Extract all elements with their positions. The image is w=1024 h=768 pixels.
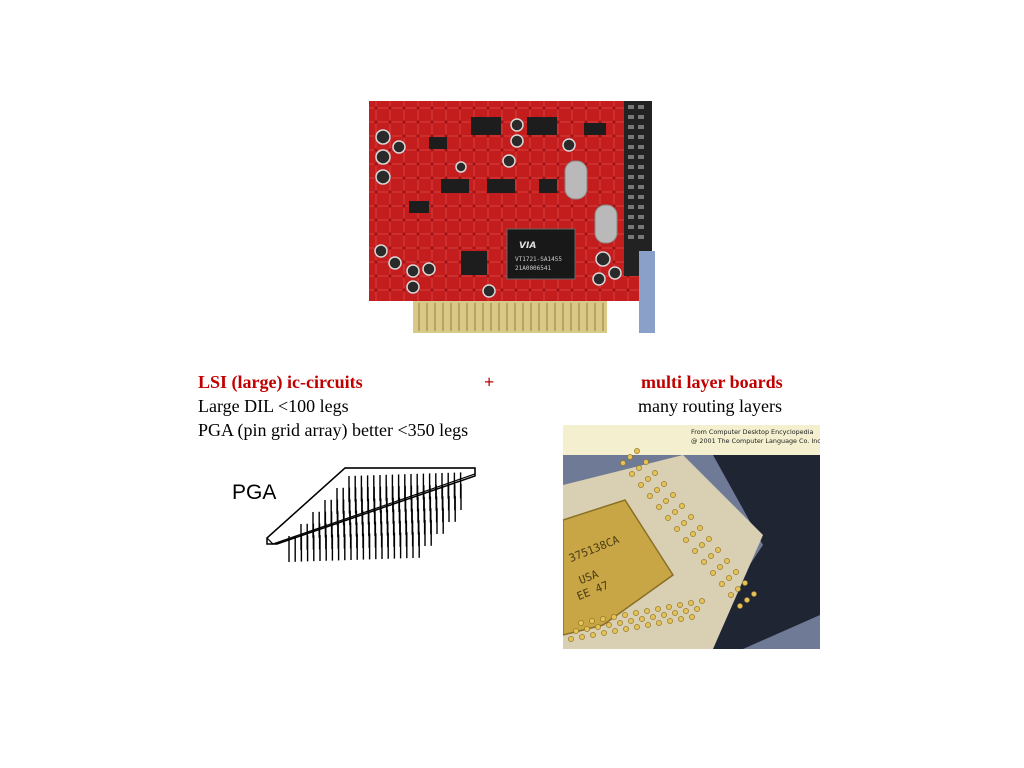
routing-line: many routing layers	[638, 396, 782, 416]
chip-pin	[595, 624, 601, 630]
chip-pin	[627, 454, 633, 460]
chip-pin	[728, 592, 734, 598]
dil-line: Large DIL <100 legs	[198, 396, 349, 416]
chip-pin	[667, 618, 673, 624]
chip-pin	[733, 569, 739, 575]
chip-pin	[701, 559, 707, 565]
board-chip-text-1: VT1721-SA1455	[515, 256, 562, 263]
chip-pin	[674, 526, 680, 532]
chip-pin	[735, 586, 741, 592]
chip-pin	[697, 525, 703, 531]
chip-credit-line-1: From Computer Desktop Encyclopedia	[691, 428, 814, 436]
chip-pin	[643, 459, 649, 465]
chip-pin	[710, 570, 716, 576]
pga-drawing	[225, 462, 485, 572]
chip-pin	[744, 597, 750, 603]
chip-credit: From Computer Desktop Encyclopedia @ 200…	[691, 428, 820, 446]
chip-pin	[688, 514, 694, 520]
chip-pin	[573, 628, 579, 634]
chip-pin	[681, 520, 687, 526]
chip-pin	[742, 580, 748, 586]
chip-pin	[654, 487, 660, 493]
chip-pin	[600, 616, 606, 622]
board-chip-text-2: 21A0006541	[515, 265, 552, 272]
chip-pin	[606, 622, 612, 628]
chip-pin	[645, 476, 651, 482]
chip-pin	[751, 591, 757, 597]
chip-pin	[663, 498, 669, 504]
chip-pin	[683, 608, 689, 614]
chip-pin	[699, 598, 705, 604]
chip-pin	[683, 537, 689, 543]
chip-pin	[666, 604, 672, 610]
chip-pin	[677, 602, 683, 608]
chip-pin	[584, 626, 590, 632]
chip-pin	[719, 581, 725, 587]
chip-pin	[692, 548, 698, 554]
chip-pin	[578, 620, 584, 626]
pga-chip-image: From Computer Desktop Encyclopedia @ 200…	[563, 425, 820, 649]
chip-pin	[708, 553, 714, 559]
pga-illustration	[266, 467, 476, 562]
chip-pin	[661, 481, 667, 487]
chip-pin	[699, 542, 705, 548]
chip-pin	[656, 620, 662, 626]
chip-pin	[679, 503, 685, 509]
lsi-title: LSI (large) ic-circuits	[198, 372, 363, 392]
chip-pin	[634, 624, 640, 630]
chip-pin	[612, 628, 618, 634]
chip-pin	[636, 465, 642, 471]
circuit-board-illustration: VIA VT1721-SA1455 21A0006541	[369, 101, 655, 333]
chip-pin	[589, 618, 595, 624]
chip-pin	[672, 509, 678, 515]
chip-pin	[645, 622, 651, 628]
chip-pin	[672, 610, 678, 616]
chip-pin	[650, 614, 656, 620]
chip-pin	[601, 630, 607, 636]
chip-pin	[638, 482, 644, 488]
pga-line: PGA (pin grid array) better <350 legs	[198, 420, 469, 440]
plus-sign: +	[484, 372, 495, 392]
chip-pin	[620, 460, 626, 466]
chip-pin	[670, 492, 676, 498]
chip-pin	[706, 536, 712, 542]
chip-pin	[689, 614, 695, 620]
chip-pin	[647, 493, 653, 499]
chip-pin	[656, 504, 662, 510]
chip-pin	[579, 634, 585, 640]
pga-drawing-label: PGA	[232, 481, 277, 504]
chip-pin	[568, 636, 574, 642]
chip-pin	[617, 620, 623, 626]
chip-pin	[661, 612, 667, 618]
chip-pin	[655, 606, 661, 612]
chip-pin	[688, 600, 694, 606]
chip-pin	[694, 606, 700, 612]
chip-pin	[717, 564, 723, 570]
chip-pin	[724, 558, 730, 564]
chip-pin	[665, 515, 671, 521]
board-chip-brand: VIA	[519, 241, 536, 251]
chip-pin	[622, 612, 628, 618]
chip-pin	[590, 632, 596, 638]
chip-pin	[634, 448, 640, 454]
chip-pin	[678, 616, 684, 622]
pga-chip-illustration	[563, 425, 820, 649]
chip-pin	[629, 471, 635, 477]
chip-pin	[644, 608, 650, 614]
chip-pin	[628, 618, 634, 624]
chip-credit-line-2: @ 2001 The Computer Language Co. Inc.	[691, 437, 820, 445]
chip-pin	[737, 603, 743, 609]
chip-pin	[715, 547, 721, 553]
circuit-board-image: VIA VT1721-SA1455 21A0006541	[369, 101, 655, 333]
chip-pin	[690, 531, 696, 537]
chip-pin	[611, 614, 617, 620]
chip-pin	[633, 610, 639, 616]
chip-pin	[726, 575, 732, 581]
chip-pin	[652, 470, 658, 476]
multi-layer-title: multi layer boards	[641, 372, 783, 392]
chip-pin	[623, 626, 629, 632]
chip-pin	[639, 616, 645, 622]
